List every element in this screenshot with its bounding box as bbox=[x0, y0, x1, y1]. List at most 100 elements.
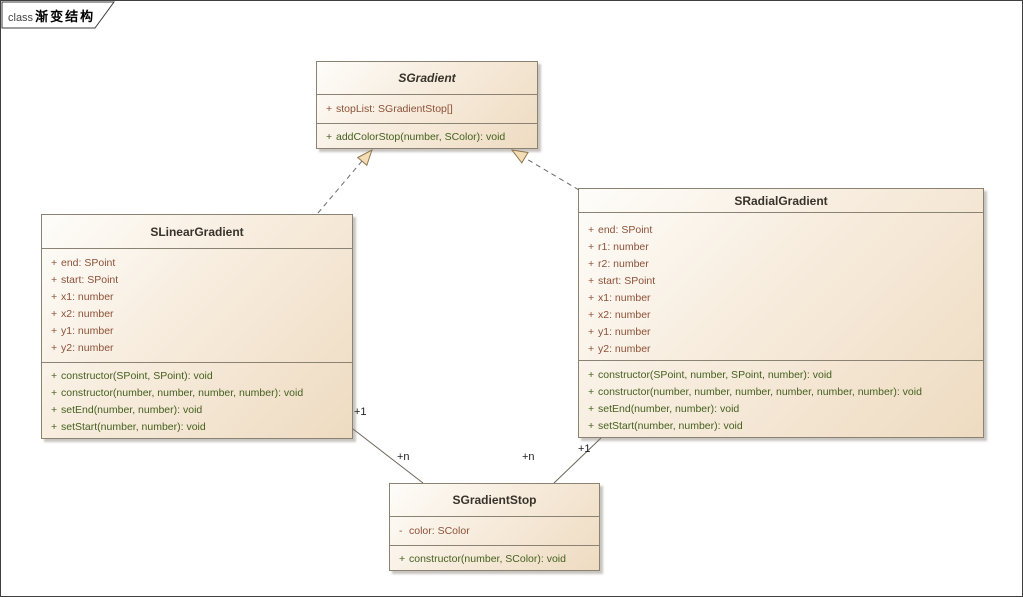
attribute-text: x1: number bbox=[598, 292, 651, 304]
attribute-text: r2: number bbox=[598, 258, 649, 270]
operation-row: +constructor(number, number, number, num… bbox=[42, 385, 352, 402]
association-line-sradialgradient-sgradientstop[interactable] bbox=[553, 437, 602, 484]
attribute-row: +x2: number bbox=[579, 307, 983, 324]
attribute-text: y2: number bbox=[598, 343, 651, 355]
attribute-text: start: SPoint bbox=[61, 274, 119, 286]
attribute-row: +start: SPoint bbox=[42, 272, 352, 289]
visibility-marker: + bbox=[588, 386, 595, 398]
multiplicity-label-linear-source: +1 bbox=[354, 406, 367, 418]
operation-row: +constructor(number, SColor): void bbox=[390, 551, 599, 568]
class-box-sgradientstop[interactable]: SGradientStop -color: SColor +constructo… bbox=[389, 483, 600, 571]
operations-compartment: +constructor(SPoint, SPoint): void +cons… bbox=[42, 362, 352, 439]
class-box-sradialgradient[interactable]: SRadialGradient +end: SPoint +r1: number… bbox=[578, 188, 984, 438]
multiplicity-label-radial-source: +1 bbox=[578, 443, 591, 455]
visibility-marker: + bbox=[588, 326, 595, 338]
realization-line-sradialgradient-sgradient[interactable] bbox=[524, 157, 580, 191]
operations-compartment: +constructor(SPoint, number, SPoint, num… bbox=[579, 360, 983, 438]
operation-row: +constructor(number, number, number, num… bbox=[579, 384, 983, 401]
attribute-text: stopList: SGradientStop[] bbox=[336, 103, 453, 115]
attribute-row: +x2: number bbox=[42, 306, 352, 323]
diagram-title: 渐变结构 bbox=[35, 9, 96, 24]
visibility-marker: + bbox=[326, 103, 333, 115]
class-box-slineargradient[interactable]: SLinearGradient +end: SPoint +start: SPo… bbox=[41, 214, 353, 439]
multiplicity-label-linear-target: +n bbox=[397, 451, 410, 463]
attribute-text: color: SColor bbox=[409, 525, 470, 537]
operation-text: setEnd(number, number): void bbox=[598, 403, 740, 415]
attribute-row: +r2: number bbox=[579, 256, 983, 273]
operation-row: +setStart(number, number): void bbox=[579, 418, 983, 435]
visibility-marker: + bbox=[51, 342, 58, 354]
attribute-text: y1: number bbox=[61, 325, 114, 337]
visibility-marker: + bbox=[51, 257, 58, 269]
attribute-text: x1: number bbox=[61, 291, 114, 303]
attribute-row: +stopList: SGradientStop[] bbox=[317, 101, 537, 118]
diagram-type-keyword: class bbox=[8, 12, 34, 24]
attribute-row: +x1: number bbox=[579, 290, 983, 307]
operation-text: setStart(number, number): void bbox=[61, 421, 206, 433]
class-name: SGradientStop bbox=[390, 484, 599, 517]
operation-text: constructor(SPoint, number, SPoint, numb… bbox=[598, 369, 833, 381]
attribute-text: start: SPoint bbox=[598, 275, 656, 287]
operation-row: +constructor(SPoint, SPoint): void bbox=[42, 368, 352, 385]
attribute-text: r1: number bbox=[598, 241, 649, 253]
attribute-text: x2: number bbox=[598, 309, 651, 321]
visibility-marker: + bbox=[399, 553, 406, 565]
visibility-marker: + bbox=[51, 421, 58, 433]
attribute-row: -color: SColor bbox=[390, 523, 599, 540]
attribute-row: +end: SPoint bbox=[579, 222, 983, 239]
visibility-marker: + bbox=[588, 275, 595, 287]
attribute-row: +x1: number bbox=[42, 289, 352, 306]
realization-line-slineargradient-sgradient[interactable] bbox=[317, 160, 363, 214]
attribute-row: +end: SPoint bbox=[42, 255, 352, 272]
operation-row: +setEnd(number, number): void bbox=[42, 402, 352, 419]
visibility-marker: + bbox=[588, 309, 595, 321]
visibility-marker: + bbox=[588, 343, 595, 355]
operation-text: setStart(number, number): void bbox=[598, 420, 743, 432]
attribute-row: +y2: number bbox=[42, 340, 352, 357]
attribute-text: y2: number bbox=[61, 342, 114, 354]
operation-row: +constructor(SPoint, number, SPoint, num… bbox=[579, 367, 983, 384]
generalization-arrowhead bbox=[510, 149, 529, 164]
visibility-marker: - bbox=[399, 525, 403, 537]
visibility-marker: + bbox=[588, 224, 595, 236]
attribute-text: end: SPoint bbox=[598, 224, 653, 236]
attribute-text: y1: number bbox=[598, 326, 651, 338]
operation-text: constructor(number, SColor): void bbox=[409, 553, 566, 565]
operation-row: +setEnd(number, number): void bbox=[579, 401, 983, 418]
visibility-marker: + bbox=[588, 420, 595, 432]
visibility-marker: + bbox=[326, 131, 333, 143]
attribute-text: end: SPoint bbox=[61, 257, 116, 269]
operations-compartment: +constructor(number, SColor): void bbox=[390, 545, 599, 571]
visibility-marker: + bbox=[588, 292, 595, 304]
attributes-compartment: -color: SColor bbox=[390, 517, 599, 545]
visibility-marker: + bbox=[588, 258, 595, 270]
attribute-row: +y1: number bbox=[579, 324, 983, 341]
visibility-marker: + bbox=[51, 274, 58, 286]
visibility-marker: + bbox=[51, 404, 58, 416]
attributes-compartment: +end: SPoint +r1: number +r2: number +st… bbox=[579, 213, 983, 360]
class-name: SLinearGradient bbox=[42, 215, 352, 249]
operation-text: constructor(number, number, number, numb… bbox=[598, 386, 922, 398]
attribute-row: +r1: number bbox=[579, 239, 983, 256]
operation-text: constructor(SPoint, SPoint): void bbox=[61, 370, 213, 382]
operation-text: addColorStop(number, SColor): void bbox=[336, 131, 506, 143]
operation-text: setEnd(number, number): void bbox=[61, 404, 203, 416]
operations-compartment: +addColorStop(number, SColor): void bbox=[317, 123, 537, 149]
attribute-row: +y2: number bbox=[579, 341, 983, 358]
class-name: SRadialGradient bbox=[579, 189, 983, 213]
operation-row: +addColorStop(number, SColor): void bbox=[317, 129, 537, 146]
association-line-slineargradient-sgradientstop[interactable] bbox=[352, 428, 424, 484]
class-box-sgradient[interactable]: SGradient +stopList: SGradientStop[] +ad… bbox=[316, 61, 538, 149]
visibility-marker: + bbox=[51, 387, 58, 399]
multiplicity-label-radial-target: +n bbox=[522, 451, 535, 463]
operation-text: constructor(number, number, number, numb… bbox=[61, 387, 304, 399]
visibility-marker: + bbox=[51, 370, 58, 382]
attributes-compartment: +stopList: SGradientStop[] bbox=[317, 95, 537, 123]
visibility-marker: + bbox=[51, 325, 58, 337]
attribute-row: +y1: number bbox=[42, 323, 352, 340]
attribute-text: x2: number bbox=[61, 308, 114, 320]
visibility-marker: + bbox=[51, 308, 58, 320]
visibility-marker: + bbox=[588, 241, 595, 253]
visibility-marker: + bbox=[588, 403, 595, 415]
